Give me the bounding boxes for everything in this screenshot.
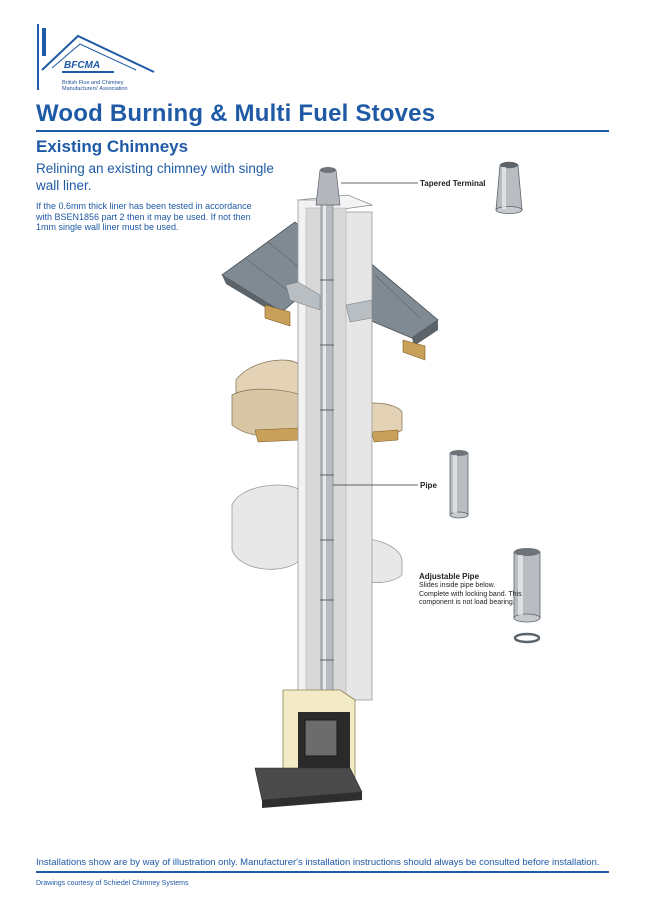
pipe-label: Pipe	[420, 481, 437, 490]
pipe-illustration	[449, 450, 469, 519]
roof-timbers	[264, 304, 426, 361]
tapered-terminal-label: Tapered Terminal	[420, 179, 486, 188]
bfcma-logo: BFCMA	[37, 24, 155, 90]
logo-org-name: British Flue and Chimney Manufacturers' …	[62, 80, 128, 92]
title-rule	[36, 130, 609, 132]
locking-band	[513, 632, 541, 644]
section-lead: Relining an existing chimney with single…	[36, 161, 274, 193]
section-note: If the 0.6mm thick liner has been tested…	[36, 201, 252, 232]
footer-rule	[36, 871, 609, 873]
drawing-credit: Drawings courtesy of Schiedel Chimney Sy…	[36, 880, 189, 887]
page-title: Wood Burning & Multi Fuel Stoves	[36, 100, 436, 127]
adjustable-pipe-title: Adjustable Pipe	[419, 572, 480, 581]
terminal-on-stack	[315, 167, 341, 206]
stove	[254, 689, 363, 808]
logo-acronym: BFCMA	[64, 60, 100, 71]
liner-pipe	[320, 199, 334, 716]
section-subtitle: Existing Chimneys	[36, 137, 189, 156]
adjustable-pipe-illustration	[513, 548, 541, 644]
tapered-terminal-illustration	[495, 161, 523, 214]
adjustable-pipe-description: Slides inside pipe below. Complete with …	[419, 582, 522, 607]
footer-disclaimer: Installations show are by way of illustr…	[36, 857, 600, 868]
